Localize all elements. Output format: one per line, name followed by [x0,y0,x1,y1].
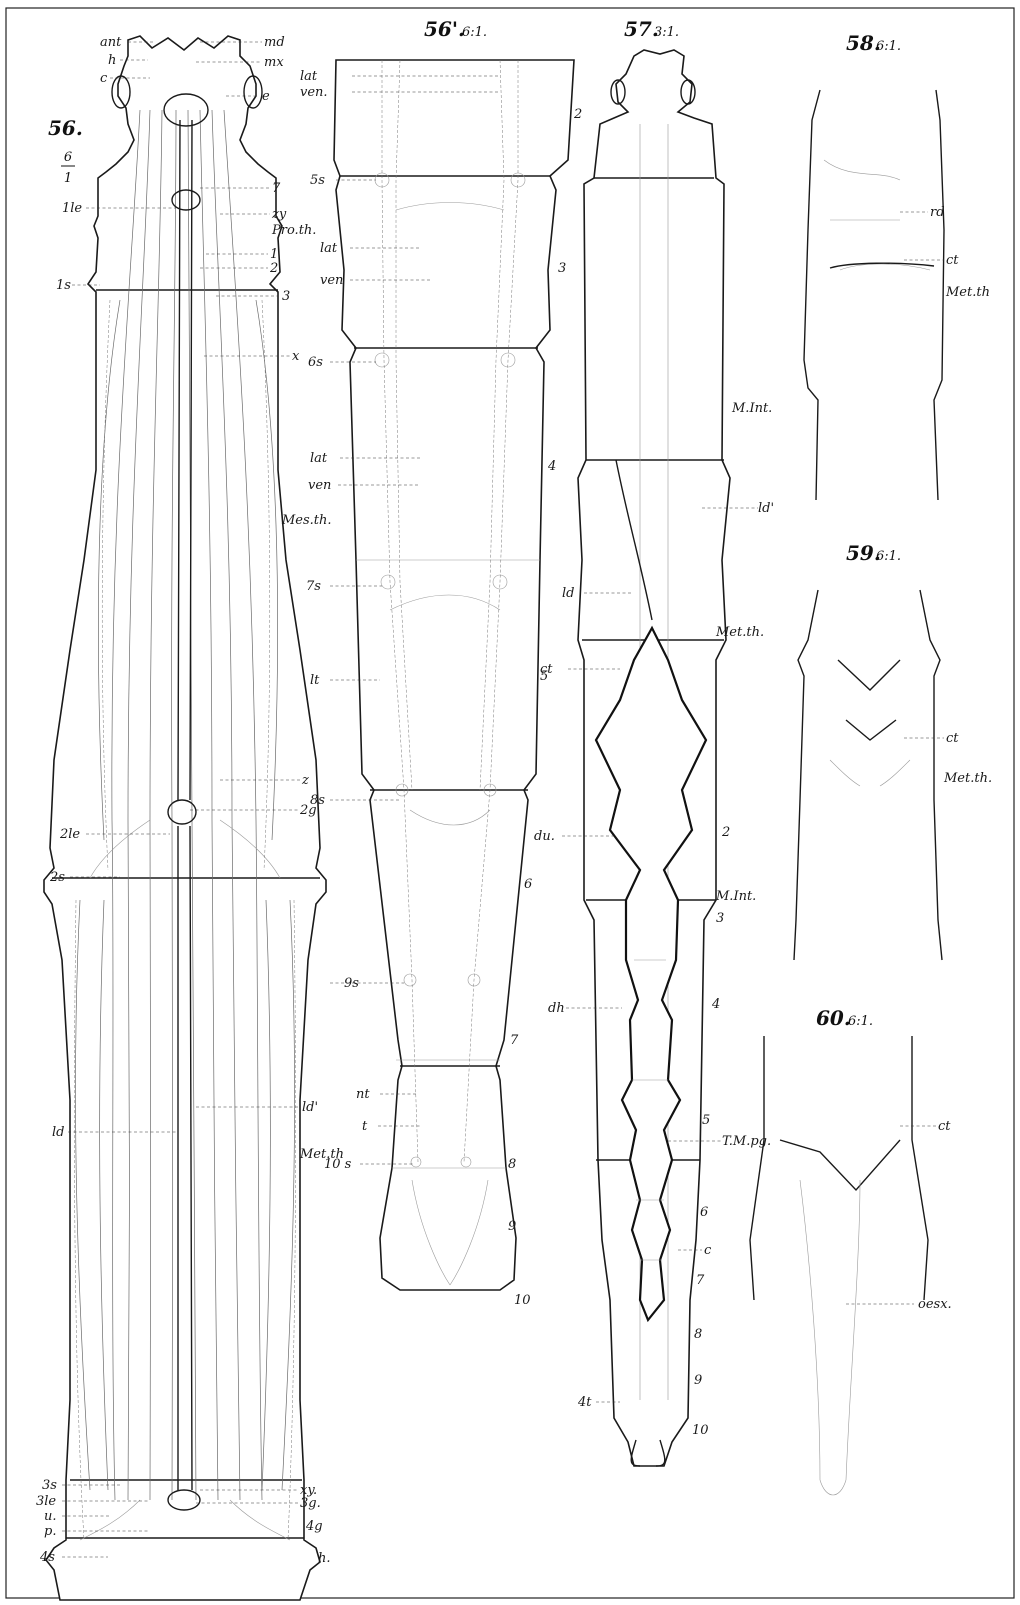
fig57-seg-6: 6 [700,1205,708,1220]
fig57-label-c: c [704,1243,712,1258]
fig56b-label-lat-1: lat [300,69,318,84]
fig56-label-3s: 3s [42,1478,57,1493]
fig58-scale: 6:1. [876,39,901,54]
fig56b-label-ven-1: ven. [300,85,328,100]
fig56-label-3le: 3le [36,1494,56,1509]
fig56-label-2: 2 [269,261,278,276]
fig56-label-ld-prime: ld' [302,1100,318,1115]
fig56b-seg-6: 6 [524,877,532,892]
fig56-label-3: 3 [282,289,290,304]
fig56-label-h: h [108,53,116,68]
fig56-label-zy: zy [271,207,287,222]
fig59-label-met-th: Met.th. [943,771,992,786]
fig60-label-ct: ct [938,1119,951,1134]
fig56-label-mes-th: Mes.th. [281,513,332,528]
fig58-label-ct: ct [946,253,959,268]
fig56b-seg-2: 2 [573,107,582,122]
fig56-label-c: c [100,71,108,86]
fig56-label-1: 1 [270,247,278,262]
fig56b-seg-9: 9 [508,1219,516,1234]
fig57-label-ct: ct [540,662,553,677]
fig57-seg-4: 4 [711,997,720,1012]
fig57-seg-9: 9 [694,1373,702,1388]
fig56-label-1le: 1le [62,201,82,216]
fig59-label-ct: ct [946,731,959,746]
fig56-label-3g: 3g. [300,1496,321,1511]
fig56-label-e: e [262,89,270,104]
fig56-label-p: p. [44,1524,56,1539]
fig57-seg-5: 5 [702,1113,710,1128]
fig60-title: 60. [816,1006,851,1030]
fig57-label-ld-prime: ld' [758,501,774,516]
fig57-label-met-th: Met.th. [715,625,764,640]
fig56b-label-t: t [362,1119,368,1134]
fig56-scale-num: 6 [64,150,72,165]
fig60-label-oesx: oesx. [918,1297,952,1312]
fig56-label-ant: ant [100,35,122,50]
fig56b-label-ven-3: ven [308,478,331,493]
fig57-seg-3: 3 [716,911,724,926]
fig56-label-pro-th: Pro.th. [271,223,316,238]
fig56b-seg-8: 8 [508,1157,516,1172]
fig57-label-du: du. [534,829,555,844]
fig56b-label-lt: lt [310,673,320,688]
fig57-seg-2: 2 [721,825,730,840]
fig56b-title: 56'. [424,17,465,41]
fig57-label-mint-2: M.Int. [715,889,756,904]
fig60-scale: 6:1. [848,1014,873,1029]
fig56-title: 56. [48,116,83,140]
fig58-label-rd: rd [930,205,945,220]
fig56b-label-lat-2: lat [320,241,338,256]
fig56-label-7: 7 [272,181,281,196]
fig57-seg-7: 7 [696,1273,705,1288]
fig57-label-4t: 4t [577,1395,592,1410]
fig56b-label-5s: 5s [310,173,325,188]
fig56-label-z: z [301,773,309,788]
fig56b-label-10s: 10 s [324,1157,352,1172]
fig56-label-2le: 2le [59,827,80,842]
fig56b-scale: 6:1. [462,25,487,40]
fig57-scale: 3:1. [654,25,679,40]
fig56-label-h-right: h. [318,1551,331,1566]
fig56b-label-lat-3: lat [310,451,328,466]
fig57-seg-8: 8 [694,1327,702,1342]
fig56b-seg-3: 3 [558,261,566,276]
fig56-label-4g: 4g [305,1519,323,1534]
fig56-label-mx: mx [264,55,284,70]
fig58-label-met-th: Met.th [945,285,990,300]
fig56b-label-nt: nt [356,1087,370,1102]
fig56-label-1s: 1s [56,278,71,293]
fig56-label-4s: 4s [39,1550,55,1565]
fig56-label-x: x [292,349,300,364]
fig57-label-dh: dh [548,1001,565,1016]
fig56b-seg-10: 10 [514,1293,531,1308]
fig57-label-ld: ld [562,586,574,601]
fig57-seg-10: 10 [692,1423,709,1438]
fig56b-label-ven-2: ven [320,273,343,288]
fig57-label-mint-1: M.Int. [731,401,772,416]
fig56b-seg-7: 7 [510,1033,519,1048]
fig56-label-ld: ld [52,1125,64,1140]
fig56b-seg-4: 4 [547,459,556,474]
fig59-scale: 6:1. [876,549,901,564]
fig56-label-2s: 2s [49,870,65,885]
fig56b-label-6s: 6s [308,355,323,370]
fig56b-label-8s: 8s [310,793,325,808]
fig56-label-md: md [264,35,285,50]
fig56b-label-7s: 7s [306,579,321,594]
fig56-label-u: u. [44,1509,57,1524]
fig56-scale-den: 1 [64,171,72,186]
fig56b-label-9s: 9s [344,976,359,991]
